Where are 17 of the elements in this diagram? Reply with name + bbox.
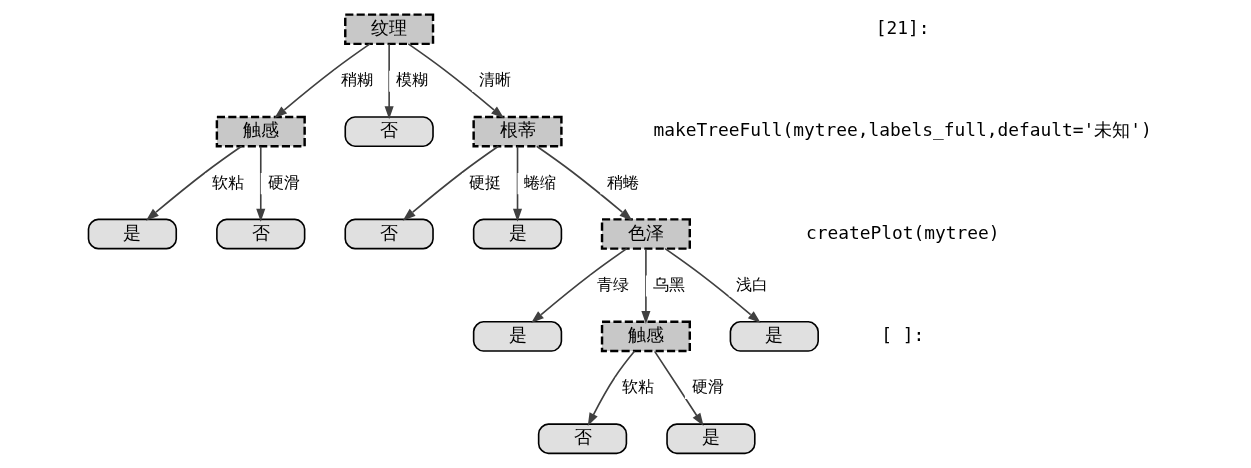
edge-label: 浅白 <box>735 275 768 295</box>
edge-label: 清晰 <box>478 70 511 90</box>
edge-label: 乌黑 <box>652 275 685 295</box>
edge-label: 硬滑 <box>267 172 300 192</box>
edge-label: 青绿 <box>596 275 629 295</box>
label: [21]: <box>875 16 930 38</box>
edge-label: 硬挺 <box>468 172 501 192</box>
edge-label: 稍蜷 <box>606 172 639 192</box>
label: makeTreeFull(mytree,labels_full,default='未知') <box>652 119 1152 141</box>
label: createPlot(mytree) <box>805 221 999 243</box>
edge-label: 模糊 <box>395 70 428 90</box>
edge-label: 稍糊 <box>340 70 373 90</box>
edge-label: 软粘 <box>621 377 654 397</box>
label: [ ]: <box>880 323 924 345</box>
edge-label: 蜷缩 <box>523 172 556 192</box>
edge-label: 硬滑 <box>691 377 724 397</box>
edge-label: 软粘 <box>211 172 244 192</box>
